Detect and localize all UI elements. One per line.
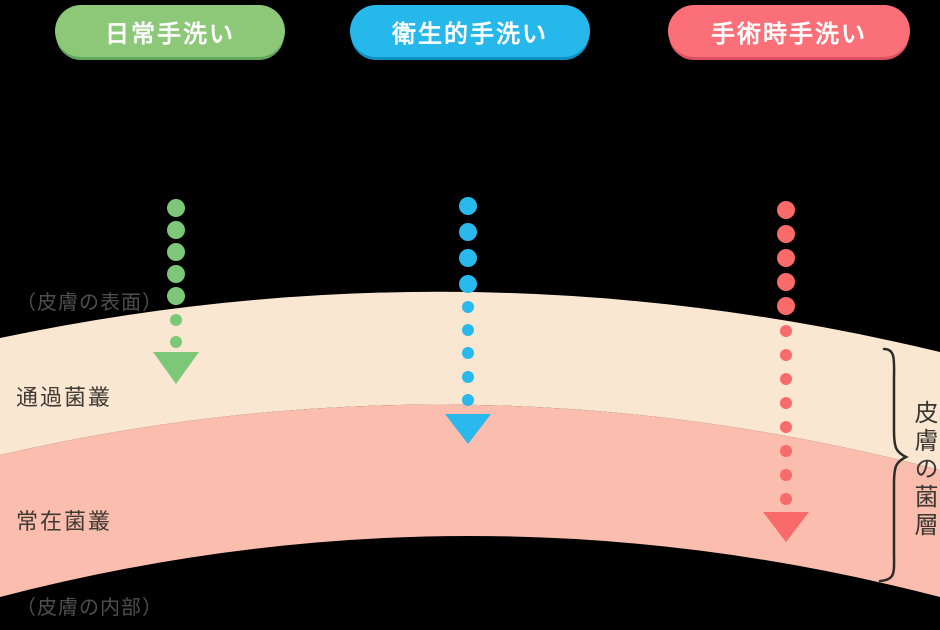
surgical-arrowhead-icon	[763, 512, 809, 542]
skin-flora-layer-brace-label: 皮膚の菌層	[910, 400, 937, 540]
hygienic-handwash-label: 衛生的手洗い	[392, 20, 548, 48]
skin-surface-note: （皮膚の表面）	[16, 292, 163, 314]
surgical-arrow	[763, 201, 809, 542]
hygienic-arrowhead-icon	[445, 414, 491, 444]
skin-inner-note: （皮膚の内部）	[16, 597, 163, 619]
resident-flora-label: 常在菌叢	[16, 509, 113, 534]
surgical-handwash-pill: 手術時手洗い	[668, 5, 910, 57]
brace-icon	[878, 347, 909, 583]
transient-flora-label: 通過菌叢	[16, 385, 113, 410]
hygienic-arrow	[445, 197, 491, 444]
daily-handwash-label: 日常手洗い	[105, 20, 235, 48]
daily-handwash-pill: 日常手洗い	[55, 5, 285, 57]
hygienic-handwash-pill: 衛生的手洗い	[350, 5, 590, 57]
daily-arrow	[153, 199, 199, 384]
surgical-handwash-label: 手術時手洗い	[711, 20, 867, 48]
daily-arrowhead-icon	[153, 352, 199, 384]
resident-flora-band	[0, 404, 940, 597]
